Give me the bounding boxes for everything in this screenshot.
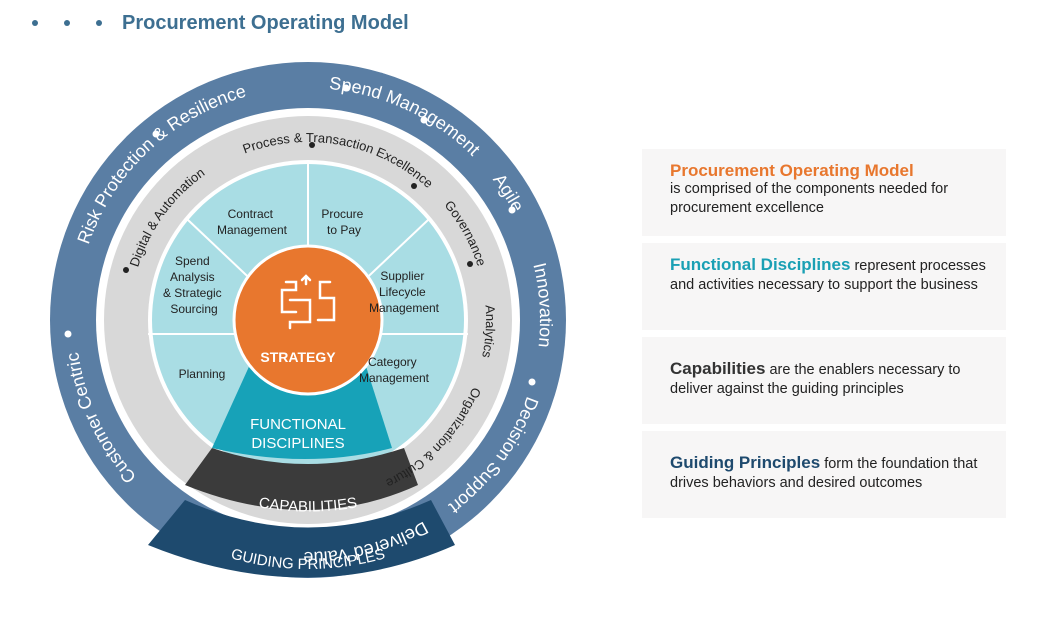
legend-card-operating-model: Procurement Operating Model is comprised… <box>642 149 1006 236</box>
segment-contract-management: Contract Management <box>217 207 288 237</box>
functional-label-2: DISCIPLINES <box>251 435 344 452</box>
legend-card-guiding-principles: Guiding Principles form the foundation t… <box>642 431 1006 518</box>
functional-label-1: FUNCTIONAL <box>250 416 346 433</box>
strategy-label: STRATEGY <box>260 349 336 365</box>
middle-ring-separators <box>123 142 473 273</box>
operating-model-wheel: STRATEGY FUNCTIONAL DISCIPLINES CAPABILI… <box>50 62 566 578</box>
segment-supplier-lifecycle: Supplier Lifecycle Management <box>369 269 440 315</box>
header: Procurement Operating Model <box>30 8 409 38</box>
page-title: Procurement Operating Model <box>122 11 409 34</box>
capabilities-band <box>185 448 418 510</box>
capabilities-label: CAPABILITIES <box>258 494 359 515</box>
segment-category-management: Category Management <box>359 355 430 385</box>
legend-heading: Capabilities <box>670 359 766 378</box>
segment-planning: Planning <box>179 367 226 381</box>
dots-icon <box>32 20 102 26</box>
legend-card-capabilities: Capabilities are the enablers necessary … <box>642 337 1006 424</box>
legend-card-functional-disciplines: Functional Disciplines represent process… <box>642 243 1006 330</box>
middle-analytics: Analytics <box>479 305 498 360</box>
legend-heading: Procurement Operating Model <box>670 161 914 180</box>
outer-ring-separators <box>64 84 536 386</box>
segment-procure-to-pay: Procure to Pay <box>321 207 366 237</box>
legend-text: is comprised of the components needed fo… <box>670 181 949 216</box>
legend-text: form the foundation that drives behavior… <box>670 456 978 491</box>
legend-heading: Functional Disciplines <box>670 255 851 274</box>
strategy-circle <box>232 244 384 396</box>
legend-text: are the enablers necessary to deliver ag… <box>670 362 961 397</box>
legend-text: represent processes and activities neces… <box>670 258 986 293</box>
strategy-maze-icon <box>280 274 336 330</box>
functional-disciplines-wedge <box>212 360 392 459</box>
segment-spend-analysis: Spend Analysis & Strategic Sourcing <box>163 254 225 316</box>
legend-heading: Guiding Principles <box>670 453 821 472</box>
guiding-principles-band <box>148 500 455 578</box>
